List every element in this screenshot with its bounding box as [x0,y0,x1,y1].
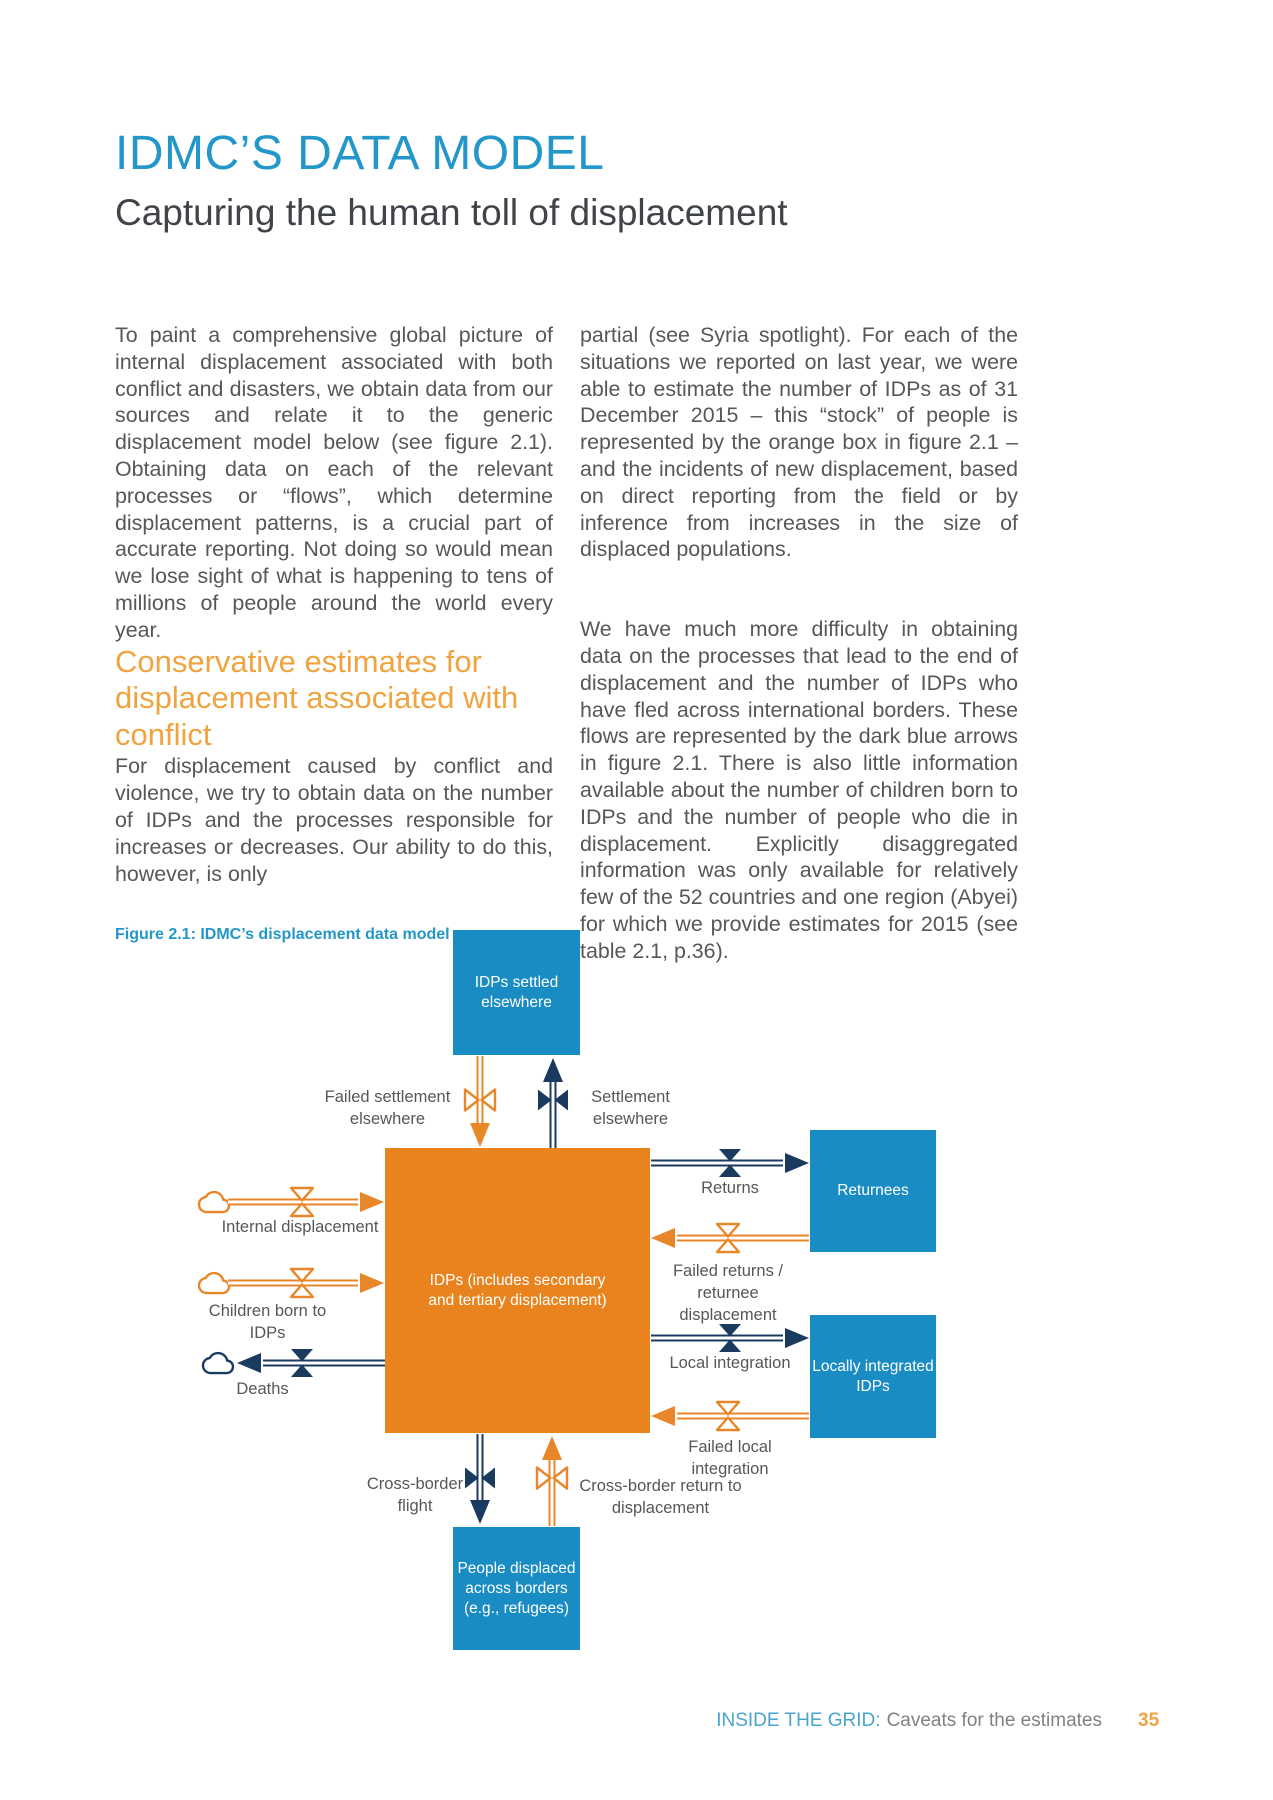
valve-icon [538,1089,568,1111]
flow-arrow-returns [651,1149,809,1177]
flow-label-local-integration: Local integration [669,1354,791,1372]
arrowhead [237,1353,261,1373]
arrowhead [543,1058,563,1082]
section-heading: Conservative estimates for displacement … [115,643,519,752]
valve-icon [463,1088,497,1112]
box-label: Returnees [837,1182,909,1199]
footer-section: INSIDE THE GRID: [716,1710,881,1731]
flow-arrow-failed-settlement [463,1054,497,1147]
page-number: 35 [1138,1710,1160,1731]
arrowhead [542,1436,562,1460]
figure-caption: Figure 2.1: IDMC’s displacement data mod… [115,926,450,943]
flow-arrow-failed-returns [651,1222,809,1254]
paragraph: For displacement caused by conflict and … [115,754,553,886]
flow-label-failed-returns: Failed returns / returnee displacement [672,1262,784,1324]
footer-running-title: INSIDE THE GRID:Caveats for the estimate… [716,1710,1102,1732]
box-label: IDPs settled elsewhere [474,973,559,1011]
flow-arrow-local-integration [651,1324,809,1352]
valve-icon [715,1400,741,1432]
box-returnees: Returnees [810,1130,936,1252]
page-subtitle: Capturing the human toll of displacement [115,192,788,233]
paragraph: partial (see Syria spotlight). For each … [580,323,1018,562]
arrowhead [360,1273,384,1293]
arrowhead [785,1328,809,1348]
flow-arrow-deaths [201,1349,385,1377]
paragraph: We have much more difficulty in obtainin… [580,617,1018,963]
flow-label-internal-displacement: Internal displacement [221,1218,379,1236]
flow-arrow-children-born [197,1267,384,1299]
box-locally-integrated-idps: Locally integrated IDPs [810,1315,936,1438]
flow-label-settlement: Settlement elsewhere [591,1088,670,1128]
arrowhead [360,1192,384,1212]
valve-icon [719,1149,741,1177]
text-column-right: partial (see Syria spotlight). For each … [580,322,1018,965]
arrowhead [470,1123,490,1147]
footer-chapter: Caveats for the estimates [886,1710,1102,1731]
page-title: IDMC’S DATA MODEL [115,127,605,180]
flow-label-deaths: Deaths [236,1380,289,1398]
box-idps-stock: IDPs (includes secondary and tertiary di… [385,1148,650,1433]
box-people-displaced-across-borders: People displaced across borders (e.g., r… [453,1527,580,1650]
flow-label-returns: Returns [701,1179,759,1197]
flow-label-cross-border-flight: Cross-border flight [366,1475,464,1515]
flow-arrow-internal-displacement [197,1186,384,1218]
box-idps-settled-elsewhere: IDPs settled elsewhere [453,930,580,1055]
flow-arrow-failed-local-integration [651,1400,809,1432]
flow-label-cross-border-return: Cross-border return to displacement [579,1477,742,1517]
valve-icon [715,1222,741,1254]
valve-icon [289,1186,315,1218]
box-label: People displaced across borders (e.g., r… [457,1559,576,1617]
flow-label-failed-local-integration: Failed local integration [688,1438,772,1478]
flow-label-children-born: Children born to IDPs [208,1302,327,1342]
valve-icon [289,1267,315,1299]
box-label: IDPs (includes secondary and tertiary di… [428,1271,607,1309]
paragraph: To paint a comprehensive global picture … [115,323,553,642]
flow-arrow-settlement [538,1058,568,1148]
arrowhead [651,1406,675,1426]
cloud-icon [197,1271,231,1295]
arrowhead [651,1228,675,1248]
box-label: Locally integrated IDPs [812,1357,934,1395]
cloud-icon [201,1351,235,1375]
text-column-left: To paint a comprehensive global picture … [115,322,553,887]
valve-icon [719,1324,741,1352]
cloud-icon [197,1190,231,1214]
valve-icon [291,1349,313,1377]
flow-label-failed-settlement: Failed settlement elsewhere [324,1088,451,1128]
arrowhead [785,1153,809,1173]
